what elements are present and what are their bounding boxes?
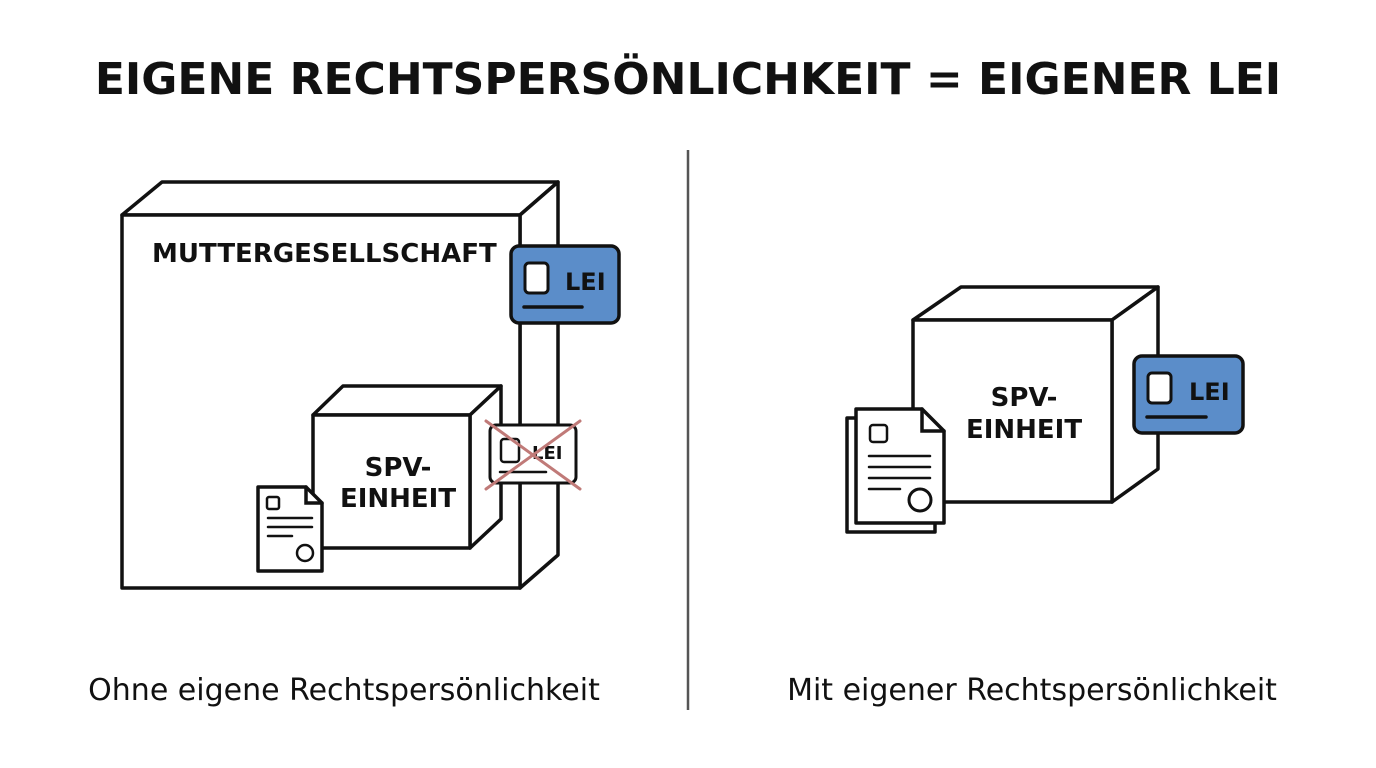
parent-company-label: MUTTERGESELLSCHAFT bbox=[152, 239, 497, 269]
right-caption: Mit eigener Rechtspersönlichkeit bbox=[787, 673, 1277, 708]
right-panel: SPV- EINHEIT LEI Mit eigener Rechtspersö… bbox=[787, 285, 1277, 708]
document-stack-icon bbox=[845, 407, 946, 534]
crossed-lei-card: LEI bbox=[484, 419, 582, 491]
page-title: EIGENE RECHTSPERSÖNLICHKEIT = EIGENER LE… bbox=[95, 52, 1281, 105]
spv-lei-card: LEI bbox=[1132, 354, 1245, 435]
left-caption: Ohne eigene Rechtspersönlichkeit bbox=[88, 673, 600, 708]
spv-label-line2-left: EINHEIT bbox=[340, 484, 456, 514]
parent-lei-label: LEI bbox=[565, 268, 606, 296]
spv-lei-label: LEI bbox=[1189, 378, 1230, 406]
spv-label-line1-right: SPV- bbox=[991, 383, 1058, 413]
spv-label-line1-left: SPV- bbox=[365, 453, 432, 483]
parent-lei-card: LEI bbox=[509, 244, 621, 325]
left-panel: MUTTERGESELLSCHAFT LEI SPV- EINHEIT bbox=[88, 180, 621, 708]
spv-label-line2-right: EINHEIT bbox=[966, 415, 1082, 445]
cross-stroke-2 bbox=[484, 419, 582, 491]
document-icon bbox=[256, 485, 324, 573]
